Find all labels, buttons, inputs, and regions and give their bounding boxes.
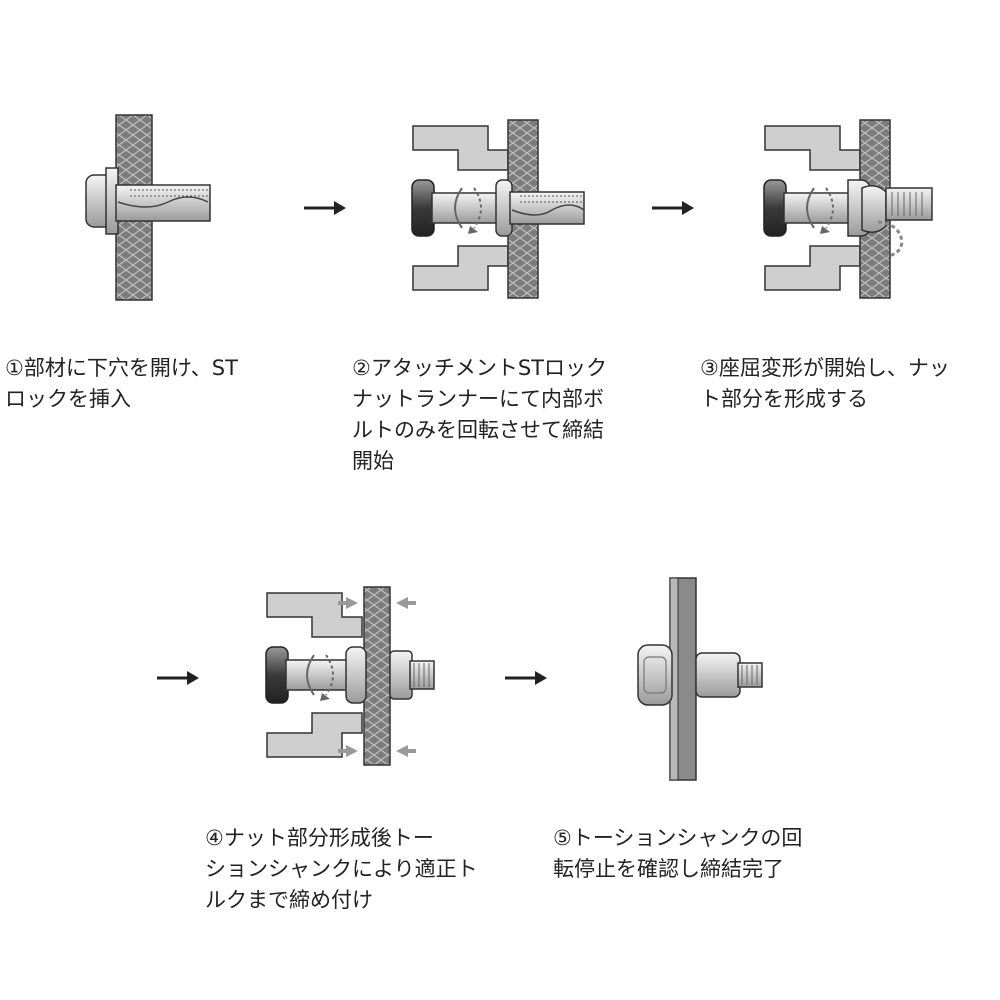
step-1-number: ① — [5, 356, 24, 380]
step-1-caption: ①部材に下穴を開け、ST ロックを挿入 — [5, 322, 315, 415]
step-1-text: 部材に下穴を開け、ST ロックを挿入 — [5, 356, 238, 411]
rivet-body — [115, 184, 211, 222]
step-2-number: ② — [352, 356, 371, 380]
arrow-right-icon — [304, 201, 346, 215]
step-2-figure — [411, 119, 585, 299]
step-5-text: トーションシャンクの回 転停止を確認し締結完了 — [553, 826, 803, 881]
step-5-caption: ⑤トーションシャンクの回 転停止を確認し締結完了 — [553, 792, 873, 885]
formed-nut — [389, 650, 413, 700]
step-3-caption: ③座屈変形が開始し、ナッ ト部分を形成する — [700, 322, 1000, 415]
tool-upper-jaw — [764, 125, 861, 171]
rivet-groove — [117, 196, 209, 208]
tool-lower-jaw — [764, 245, 861, 291]
tool-upper-jaw — [412, 125, 509, 171]
driver-shaft — [431, 192, 501, 224]
driver-head — [763, 179, 787, 237]
tool-lower-jaw — [412, 245, 509, 291]
step-4-figure — [265, 586, 435, 766]
rotation-icon — [454, 187, 463, 229]
deformation-indicator — [877, 220, 904, 258]
clamp-force-arrows — [338, 597, 416, 757]
step-4-caption: ④ナット部分形成後トー ションシャンクにより適正ト ルクまで締め付け — [205, 792, 515, 916]
rotation-icon — [806, 187, 815, 229]
formed-nut — [695, 652, 741, 698]
step-1-figure — [85, 114, 211, 301]
step-2-text: アタッチメントSTロック ナットランナーにて内部ボ ルトのみを回転させて締結 開… — [352, 356, 607, 473]
rivet-body — [509, 191, 585, 225]
arrow-right-icon — [652, 201, 694, 215]
base-plate — [363, 586, 391, 766]
step-4-number: ④ — [205, 826, 224, 850]
step-3-figure — [763, 119, 933, 299]
step-5-figure — [637, 577, 763, 781]
rivet-head — [637, 644, 673, 706]
driver-shaft — [783, 192, 853, 224]
arrow-right-icon — [157, 671, 199, 685]
step-3-number: ③ — [700, 356, 719, 380]
step-5-number: ⑤ — [553, 826, 572, 850]
arrow-right-icon — [505, 671, 547, 685]
rivet-thread — [130, 189, 208, 197]
driver-head — [411, 179, 435, 237]
step-3-text: 座屈変形が開始し、ナッ ト部分を形成する — [700, 356, 950, 411]
driver-head — [265, 646, 289, 704]
rotation-icon — [306, 654, 315, 696]
step-4-text: ナット部分形成後トー ションシャンクにより適正ト ルクまで締め付け — [205, 826, 478, 912]
driver-shaft — [285, 659, 349, 691]
step-2-caption: ②アタッチメントSTロック ナットランナーにて内部ボ ルトのみを回転させて締結 … — [352, 322, 662, 477]
rivet-thread — [885, 187, 933, 221]
rivet-head — [345, 646, 367, 704]
buckled-nut — [861, 185, 887, 233]
